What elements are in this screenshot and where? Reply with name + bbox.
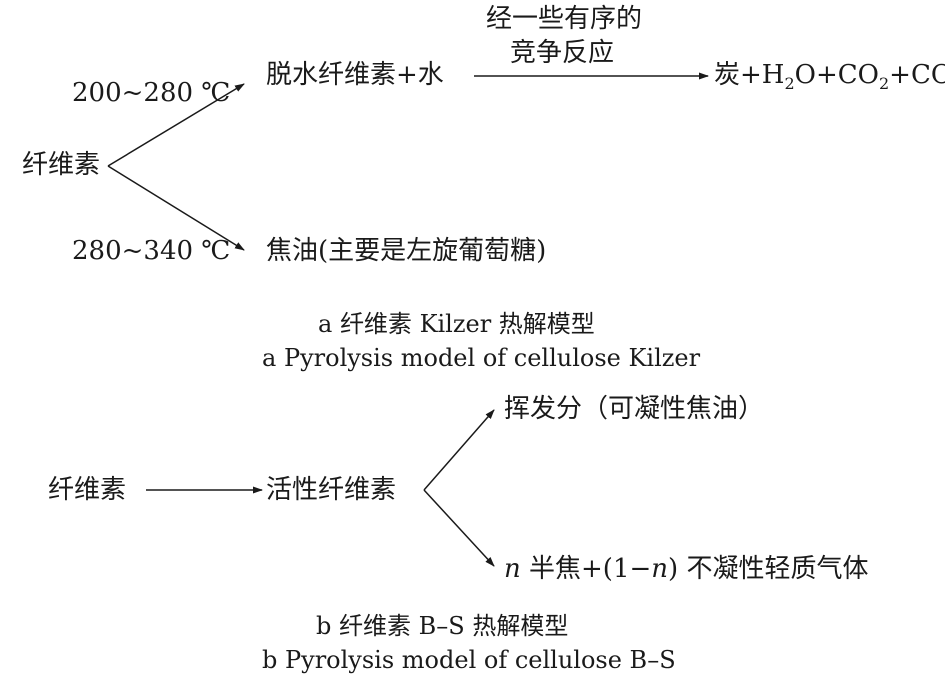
a-final-h2o-sub: 2	[784, 74, 795, 93]
a-final-o-co: O+CO	[794, 60, 879, 90]
b-n-fraction: n	[504, 554, 521, 584]
b-n-fraction-2: n	[651, 554, 669, 584]
a-final-co2-sub: 2	[878, 74, 890, 93]
a-reaction-label-line1: 经一些有序的	[486, 4, 643, 34]
a-source-cellulose: 纤维素	[22, 150, 101, 180]
arrow-b-lower	[423, 489, 495, 567]
b-caption-english: b Pyrolysis model of cellulose B–S	[262, 646, 676, 674]
arrow-b-upper	[423, 409, 495, 491]
arrow-a-lower	[107, 165, 245, 251]
b-char-text: 半焦+(1−	[520, 554, 652, 584]
a-dehydrated-cellulose: 脱水纤维素+水	[266, 60, 444, 90]
b-char-and-gas: n 半焦+(1−n) 不凝性轻质气体	[504, 556, 868, 582]
b-volatiles: 挥发分（可凝性焦油）	[504, 394, 765, 424]
a-final-products: 炭+H2O+CO2+CO	[714, 62, 945, 92]
b-source-cellulose: 纤维素	[48, 475, 127, 505]
a-reaction-label-line2: 竞争反应	[510, 38, 615, 68]
a-upper-temperature: 200~280 ℃	[72, 78, 231, 108]
a-final-tail: +CO	[889, 60, 945, 90]
a-lower-temperature: 280~340 ℃	[72, 236, 231, 266]
a-caption-english: a Pyrolysis model of cellulose Kilzer	[262, 344, 701, 372]
b-active-cellulose: 活性纤维素	[266, 475, 397, 505]
b-gas-text: ) 不凝性轻质气体	[668, 554, 869, 584]
a-caption-chinese: a 纤维素 Kilzer 热解模型	[318, 310, 595, 338]
arrow-a-upper	[107, 83, 245, 167]
a-final-char: 炭+H	[714, 60, 785, 90]
a-tar-product: 焦油(主要是左旋葡萄糖)	[266, 236, 547, 266]
b-caption-chinese: b 纤维素 B–S 热解模型	[316, 612, 569, 640]
